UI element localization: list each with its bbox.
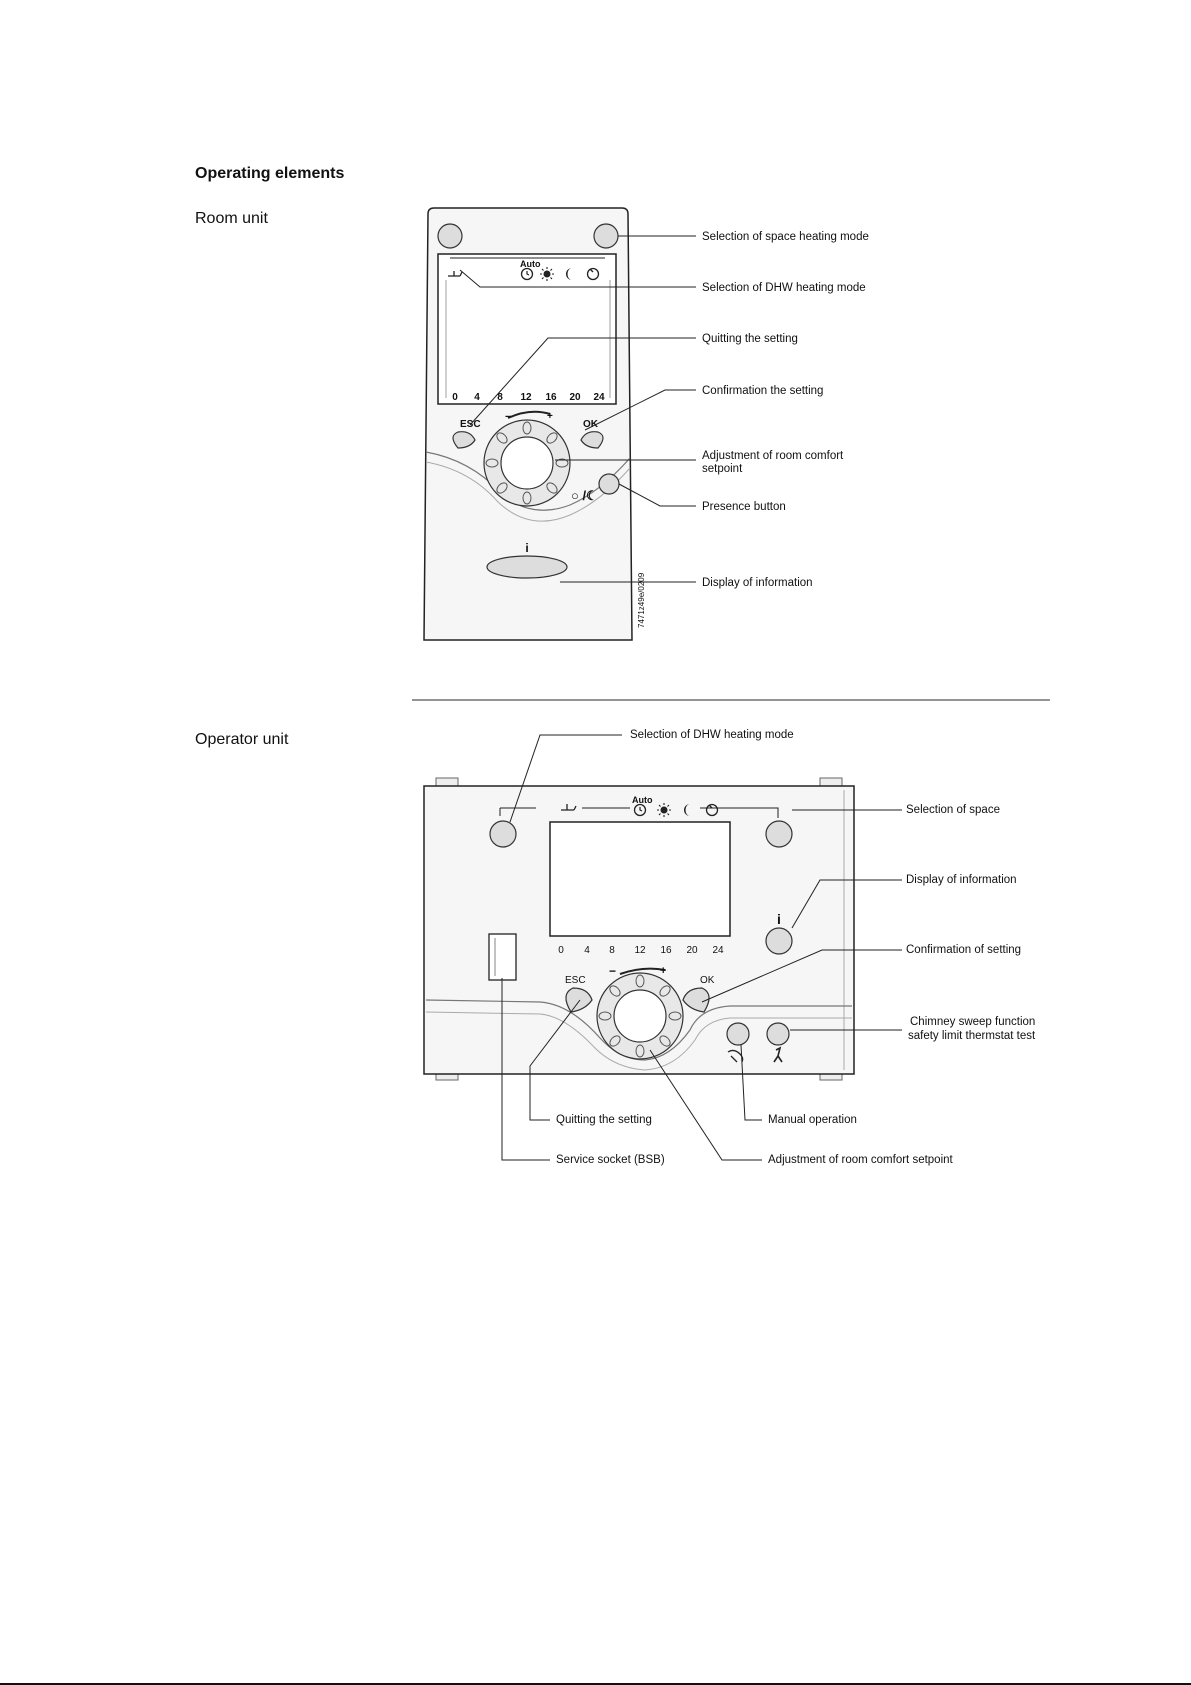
room-dhw-mode-button[interactable] — [437, 223, 463, 249]
svg-text:8: 8 — [497, 392, 503, 403]
svg-text:4: 4 — [474, 392, 480, 403]
presence-symbol: ○ /☾ — [571, 488, 598, 503]
svg-text:12: 12 — [634, 945, 646, 956]
drawing-code: 7471z49e/0209 — [637, 572, 646, 628]
chimney-sweep-button[interactable] — [766, 1022, 790, 1046]
operator-dial-plus: + — [660, 965, 666, 977]
callout-op-space: Selection of space — [906, 804, 1000, 816]
room-auto-label: Auto — [520, 259, 541, 269]
svg-text:0: 0 — [558, 945, 564, 956]
room-time-scale: 0 4 8 12 16 20 24 — [452, 392, 605, 403]
svg-text:16: 16 — [545, 392, 557, 403]
operator-auto-label: Auto — [632, 795, 653, 805]
operator-dhw-mode-button[interactable] — [489, 820, 517, 848]
callout-adjustment-1: Adjustment of room comfort — [702, 450, 844, 462]
svg-text:24: 24 — [712, 945, 724, 956]
room-unit-label: Room unit — [195, 210, 268, 227]
standby-icon — [705, 803, 719, 817]
clock-icon — [633, 803, 647, 817]
operator-space-mode-button[interactable] — [765, 820, 793, 848]
svg-text:12: 12 — [520, 392, 532, 403]
operator-unit-display — [549, 821, 731, 937]
room-dial-minus: − — [505, 411, 511, 423]
page-bottom-rule — [0, 1683, 1191, 1685]
sun-icon — [657, 803, 671, 817]
svg-text:20: 20 — [686, 945, 698, 956]
standby-icon — [586, 267, 600, 281]
operator-unit-leaders — [501, 734, 902, 1161]
callout-op-manual: Manual operation — [768, 1114, 857, 1126]
sun-icon — [540, 267, 554, 281]
room-dial-plus: + — [547, 411, 553, 422]
operator-ok-label: OK — [700, 975, 715, 986]
room-unit-display — [437, 253, 617, 405]
presence-button[interactable] — [598, 473, 620, 495]
operator-ok-button[interactable] — [682, 987, 710, 1013]
callout-confirmation: Confirmation the setting — [702, 385, 823, 397]
operator-unit-label: Operator unit — [195, 731, 289, 748]
hand-icon — [727, 1049, 744, 1063]
operator-info-icon: i — [777, 911, 781, 927]
tap-icon — [448, 271, 463, 277]
callout-op-quitting: Quitting the setting — [556, 1114, 652, 1126]
chimney-sweep-icon — [773, 1046, 783, 1063]
operator-unit-device: Auto 0 4 8 12 16 20 24 i − + ESC OK — [423, 777, 855, 1081]
room-esc-button[interactable] — [452, 431, 476, 449]
moon-icon — [684, 804, 690, 816]
tap-icon — [561, 804, 577, 811]
callout-op-chimney-1: Chimney sweep function — [910, 1016, 1035, 1028]
callout-presence: Presence button — [702, 501, 786, 513]
operator-time-scale: 0 4 8 12 16 20 24 — [558, 945, 724, 956]
service-socket[interactable] — [488, 933, 517, 981]
operator-dial-minus: − — [609, 964, 616, 978]
callout-adjustment-2: setpoint — [702, 463, 743, 475]
room-ok-label: OK — [583, 419, 599, 430]
manual-operation-button[interactable] — [726, 1022, 750, 1046]
room-comfort-dial[interactable] — [483, 419, 571, 507]
room-ok-button[interactable] — [580, 431, 604, 449]
callout-op-adjustment: Adjustment of room comfort setpoint — [768, 1154, 954, 1166]
svg-text:8: 8 — [609, 945, 615, 956]
callout-op-dhw-heating-mode: Selection of DHW heating mode — [630, 729, 794, 741]
clock-icon — [520, 267, 534, 281]
operator-esc-button[interactable] — [565, 987, 593, 1013]
page-heading: Operating elements — [195, 165, 345, 182]
callout-op-display-info: Display of information — [906, 874, 1017, 886]
room-info-icon: i — [525, 541, 528, 555]
moon-icon — [566, 268, 572, 280]
room-unit-leaders — [459, 235, 696, 583]
svg-text:20: 20 — [569, 392, 581, 403]
callout-space-heating-mode: Selection of space heating mode — [702, 231, 869, 243]
callout-quitting: Quitting the setting — [702, 333, 798, 345]
room-unit-device: Auto 0 4 8 12 16 20 24 − + ESC OK — [423, 207, 646, 641]
operator-esc-label: ESC — [565, 975, 586, 986]
operator-info-button[interactable] — [765, 927, 793, 955]
room-unit-callouts: Selection of space heating mode Selectio… — [702, 231, 869, 589]
svg-text:0: 0 — [452, 392, 458, 403]
room-space-heating-mode-button[interactable] — [593, 223, 619, 249]
callout-op-service-socket: Service socket (BSB) — [556, 1154, 665, 1166]
operator-comfort-dial[interactable] — [596, 972, 684, 1060]
svg-text:4: 4 — [584, 945, 590, 956]
callout-display-info: Display of information — [702, 577, 813, 589]
svg-text:16: 16 — [660, 945, 672, 956]
callout-op-confirmation: Confirmation of setting — [906, 944, 1021, 956]
callout-op-chimney-2: safety limit thermstat test — [908, 1030, 1036, 1042]
svg-text:24: 24 — [593, 392, 605, 403]
operator-unit-callouts: Selection of DHW heating mode Selection … — [556, 729, 1036, 1166]
callout-dhw-heating-mode: Selection of DHW heating mode — [702, 282, 866, 294]
room-info-button[interactable] — [486, 555, 568, 579]
